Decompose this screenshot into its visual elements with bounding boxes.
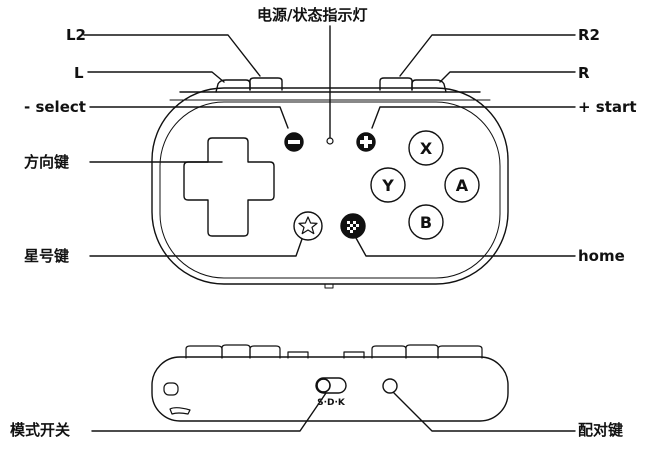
side-view-bumpers bbox=[185, 344, 483, 359]
label-start: + start bbox=[578, 98, 637, 116]
button-a-label: A bbox=[456, 176, 469, 195]
button-x bbox=[408, 130, 444, 166]
side-port-left bbox=[163, 382, 191, 415]
button-x-label: X bbox=[420, 139, 433, 158]
label-r: R bbox=[578, 64, 590, 82]
mode-switch-positions: S·D·K bbox=[317, 398, 346, 408]
button-y-label: Y bbox=[381, 176, 394, 195]
button-b-label: B bbox=[420, 213, 432, 232]
label-home: home bbox=[578, 247, 625, 265]
home-icon bbox=[347, 221, 359, 233]
label-l: L bbox=[74, 64, 84, 82]
shoulder-button-l bbox=[215, 79, 251, 93]
label-l2: L2 bbox=[66, 26, 86, 44]
button-a bbox=[444, 167, 480, 203]
shoulder-button-r bbox=[411, 79, 447, 93]
power-indicator-led bbox=[326, 137, 334, 145]
select-button bbox=[284, 132, 304, 152]
label-select: - select bbox=[24, 98, 86, 116]
shoulder-button-l2 bbox=[249, 77, 283, 91]
button-y bbox=[370, 167, 406, 203]
label-power-indicator: 电源/状态指示灯 bbox=[257, 6, 368, 24]
mode-switch bbox=[315, 377, 347, 394]
dpad bbox=[183, 137, 275, 237]
label-pair: 配对键 bbox=[578, 421, 624, 439]
start-button bbox=[356, 132, 376, 152]
button-b bbox=[408, 204, 444, 240]
pair-button bbox=[382, 378, 398, 394]
controller-body-side bbox=[151, 356, 509, 422]
shoulder-button-r2 bbox=[379, 77, 413, 91]
label-star: 星号键 bbox=[24, 247, 70, 265]
label-r2: R2 bbox=[578, 26, 600, 44]
label-dpad: 方向键 bbox=[24, 153, 70, 171]
star-button bbox=[293, 211, 323, 241]
label-mode-switch: 模式开关 bbox=[10, 421, 71, 439]
